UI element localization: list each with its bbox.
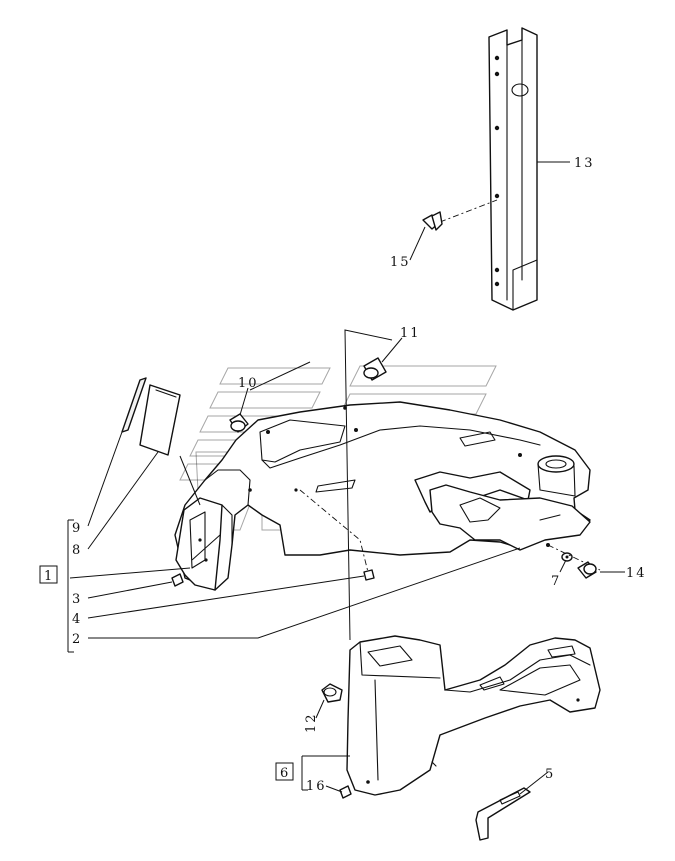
- pad-strip: [121, 377, 147, 433]
- washer-part: [561, 552, 573, 562]
- callout-12: 12: [304, 712, 319, 733]
- small-screw-left: [171, 573, 184, 587]
- callout-1: 1: [44, 569, 52, 584]
- screw-bottom: [339, 785, 352, 799]
- callout-8: 8: [72, 543, 82, 558]
- callout-10: 10: [238, 376, 259, 391]
- callout-2: 2: [72, 632, 82, 647]
- callout-6-box: [275, 762, 294, 781]
- callout-3: 3: [72, 592, 82, 607]
- callout-7: 7: [551, 574, 561, 589]
- callout-9: 9: [72, 521, 82, 536]
- pillar-part: [488, 27, 538, 311]
- lower-cover-assembly: [335, 635, 601, 796]
- callout-11: 11: [400, 326, 421, 341]
- small-screw-center: [363, 569, 375, 581]
- rubber-mount-top: [363, 357, 387, 381]
- group-bracket-6: [301, 755, 350, 791]
- callout-16: 16: [306, 779, 327, 794]
- bolt-part: [547, 544, 601, 579]
- bumper-part: [321, 683, 343, 703]
- callout-6: 6: [280, 766, 288, 781]
- callout-13: 13: [574, 156, 595, 171]
- main-frame-assembly: [174, 401, 591, 591]
- callouts: 1 2 3 4 5 6 7 8 9 10 11 12 13 14 15 16: [39, 156, 647, 794]
- rubber-mount-left: [229, 413, 249, 433]
- pad-panel: [139, 384, 181, 456]
- group-bracket-1: [67, 519, 74, 653]
- bracket-part: [475, 787, 531, 841]
- leader-lines: [69, 161, 625, 795]
- callout-4: 4: [72, 612, 82, 627]
- callout-1-box: [39, 565, 58, 584]
- screw-part: [422, 199, 498, 231]
- callout-14: 14: [626, 566, 647, 581]
- callout-15: 15: [390, 255, 411, 270]
- callout-5: 5: [545, 767, 555, 782]
